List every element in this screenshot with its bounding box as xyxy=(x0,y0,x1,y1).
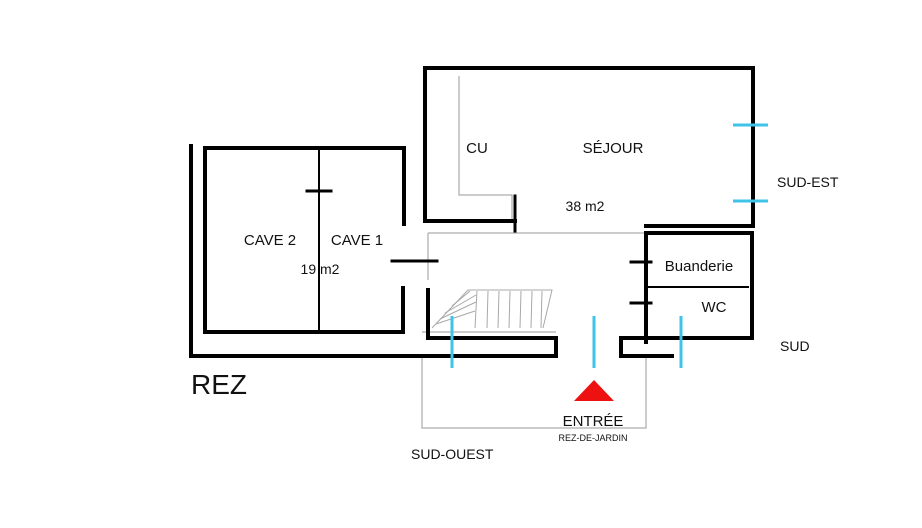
room-label-cuisine: CU xyxy=(466,140,488,157)
orientation-sud-est: SUD-EST xyxy=(777,174,839,190)
south-wall-right xyxy=(619,336,682,358)
entrance-path-outline xyxy=(421,358,647,429)
room-area-sejour: 38 m2 xyxy=(566,198,605,214)
east-block-wall xyxy=(644,231,754,344)
entrance-sublabel: REZ-DE-JARDIN xyxy=(559,433,628,443)
door-marks xyxy=(390,259,653,305)
cave-block-wall xyxy=(203,146,406,334)
floor-label: REZ xyxy=(191,369,247,400)
room-label-wc: WC xyxy=(702,299,727,316)
room-label-cave1: CAVE 1 xyxy=(331,232,383,249)
room-label-buanderie: Buanderie xyxy=(665,258,733,275)
windows xyxy=(450,123,768,368)
room-area-caves: 19 m2 xyxy=(301,261,340,277)
entrance-label: ENTRÉE xyxy=(563,413,624,430)
kitchen-counter-outline xyxy=(458,76,513,220)
orientation-sud-ouest: SUD-OUEST xyxy=(411,446,494,462)
orientation-sud: SUD xyxy=(780,338,810,354)
staircase xyxy=(431,289,553,329)
room-label-cave2: CAVE 2 xyxy=(244,232,296,249)
interior-thin-lines xyxy=(422,76,646,333)
entrance-arrow-icon xyxy=(574,380,614,401)
walls xyxy=(189,66,755,358)
outer-west-wall xyxy=(189,144,558,358)
room-label-sejour: SÉJOUR xyxy=(583,140,644,157)
sejour-wall xyxy=(423,66,755,228)
